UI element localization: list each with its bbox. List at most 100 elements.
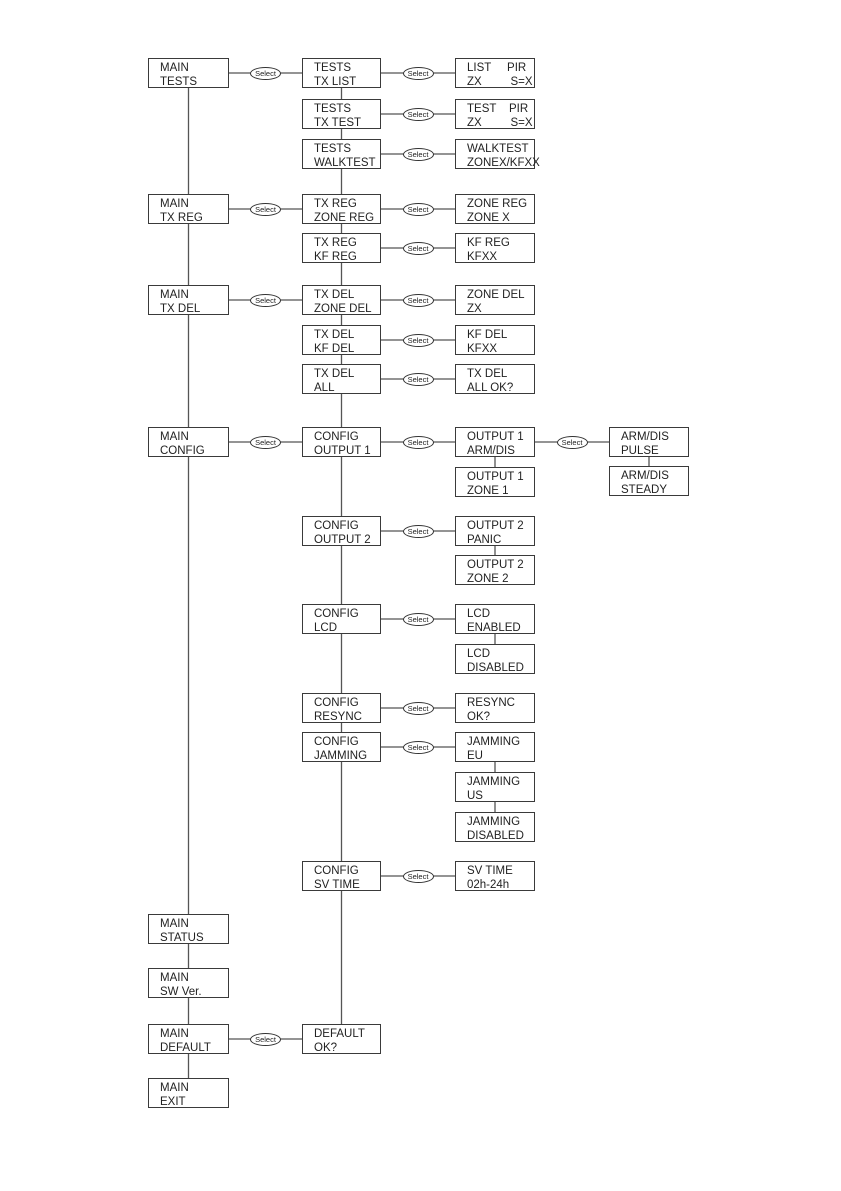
node-line-2: RESYNC (314, 711, 362, 723)
select-button-zonereg[interactable]: Select (402, 202, 434, 216)
node-line-1: TX DEL (314, 368, 355, 380)
node-line-1: MAIN (160, 1028, 189, 1040)
node-line-2: ARM/DIS (467, 445, 515, 457)
select-button-txreg-zone[interactable]: Select (250, 202, 281, 216)
node-line-2: ZONE REG (314, 212, 375, 224)
node-line-2: ZX (467, 303, 482, 315)
node-line-2: ENABLED (467, 622, 521, 634)
menu-node-kfdel: KF DEL KFXX (455, 325, 535, 355)
menu-node-tests-walk: TESTS WALKTEST (302, 139, 381, 169)
node-line-1: SV TIME (467, 865, 513, 877)
node-line-2: WALKTEST (314, 157, 376, 169)
node-line-1: TX DEL (314, 289, 355, 301)
node-line-1: JAMMING (467, 776, 521, 788)
node-line-1: RESYNC (467, 697, 515, 709)
node-line-1: MAIN (160, 62, 189, 74)
select-button-out2-panic[interactable]: Select (402, 524, 434, 538)
node-line-1: LCD (467, 608, 491, 620)
node-line-2: ZX S=X (467, 76, 533, 88)
node-line-2: OK? (467, 711, 491, 723)
node-line-1: TESTS (314, 143, 352, 155)
node-line-1: CONFIG (314, 520, 359, 532)
select-button-cfg-out1[interactable]: Select (250, 435, 281, 449)
menu-node-kfreg: KF REG KFXX (455, 233, 535, 263)
select-button-kfreg[interactable]: Select (402, 241, 434, 255)
node-line-2: TX LIST (314, 76, 357, 88)
node-line-1: LIST PIR (467, 62, 527, 74)
node-line-2: ZONE DEL (314, 303, 372, 315)
select-button-zonedel[interactable]: Select (402, 293, 434, 307)
node-line-2: EU (467, 750, 483, 762)
menu-node-main-sw: MAIN SW Ver. (148, 968, 229, 998)
menu-node-jam-eu: JAMMING EU (455, 732, 535, 762)
node-line-2: KFXX (467, 343, 498, 355)
node-line-2: US (467, 790, 483, 802)
node-line-1: TX REG (314, 237, 357, 249)
select-button-txdel-allok[interactable]: Select (402, 372, 434, 386)
node-line-2: SW Ver. (160, 986, 202, 998)
menu-node-list-pir: LIST PIR ZX S=X (455, 58, 535, 88)
select-button-txdel-zone[interactable]: Select (250, 293, 281, 307)
menu-node-walktest: WALKTEST ZONEX/KFXX (455, 139, 540, 169)
node-line-2: TESTS (160, 76, 198, 88)
select-button-default-ok[interactable]: Select (250, 1032, 281, 1046)
select-button-resync-ok[interactable]: Select (402, 701, 434, 715)
select-button-walktest[interactable]: Select (402, 147, 434, 161)
node-line-2: EXIT (160, 1096, 186, 1108)
node-line-1: MAIN (160, 289, 189, 301)
select-button-lcd-en[interactable]: Select (402, 612, 434, 626)
menu-node-main-txdel: MAIN TX DEL (148, 285, 229, 315)
node-line-2: ALL OK? (467, 382, 514, 394)
node-line-2: ZONEX/KFXX (467, 157, 540, 169)
node-line-2: ZX S=X (467, 117, 533, 129)
select-button-tests-txlist[interactable]: Select (250, 66, 281, 80)
select-button-armdis-pulse[interactable]: Select (556, 435, 588, 449)
node-line-2: PULSE (621, 445, 659, 457)
node-line-2: STATUS (160, 932, 204, 944)
node-line-1: MAIN (160, 198, 189, 210)
node-line-2: KFXX (467, 251, 498, 263)
node-line-1: KF REG (467, 237, 510, 249)
select-button-kfdel[interactable]: Select (402, 333, 434, 347)
select-button-test-pir[interactable]: Select (402, 107, 434, 121)
node-line-1: JAMMING (467, 736, 521, 748)
node-line-2: TX DEL (160, 303, 201, 315)
node-line-2: DISABLED (467, 830, 524, 842)
node-line-1: MAIN (160, 972, 189, 984)
node-line-2: KF DEL (314, 343, 355, 355)
node-line-1: CONFIG (314, 431, 359, 443)
node-line-2: KF REG (314, 251, 357, 263)
select-button-list-pir[interactable]: Select (402, 66, 434, 80)
node-line-1: WALKTEST (467, 143, 529, 155)
select-button-out1-armdis[interactable]: Select (402, 435, 434, 449)
node-line-2: STEADY (621, 484, 668, 496)
menu-node-lcd-en: LCD ENABLED (455, 604, 535, 634)
node-line-2: DISABLED (467, 662, 524, 674)
select-button-jam-eu[interactable]: Select (402, 740, 434, 754)
node-line-1: KF DEL (467, 329, 508, 341)
node-line-2: TX TEST (314, 117, 362, 129)
node-line-1: CONFIG (314, 608, 359, 620)
node-line-2: DEFAULT (160, 1042, 211, 1054)
select-button-svtime[interactable]: Select (402, 869, 434, 883)
